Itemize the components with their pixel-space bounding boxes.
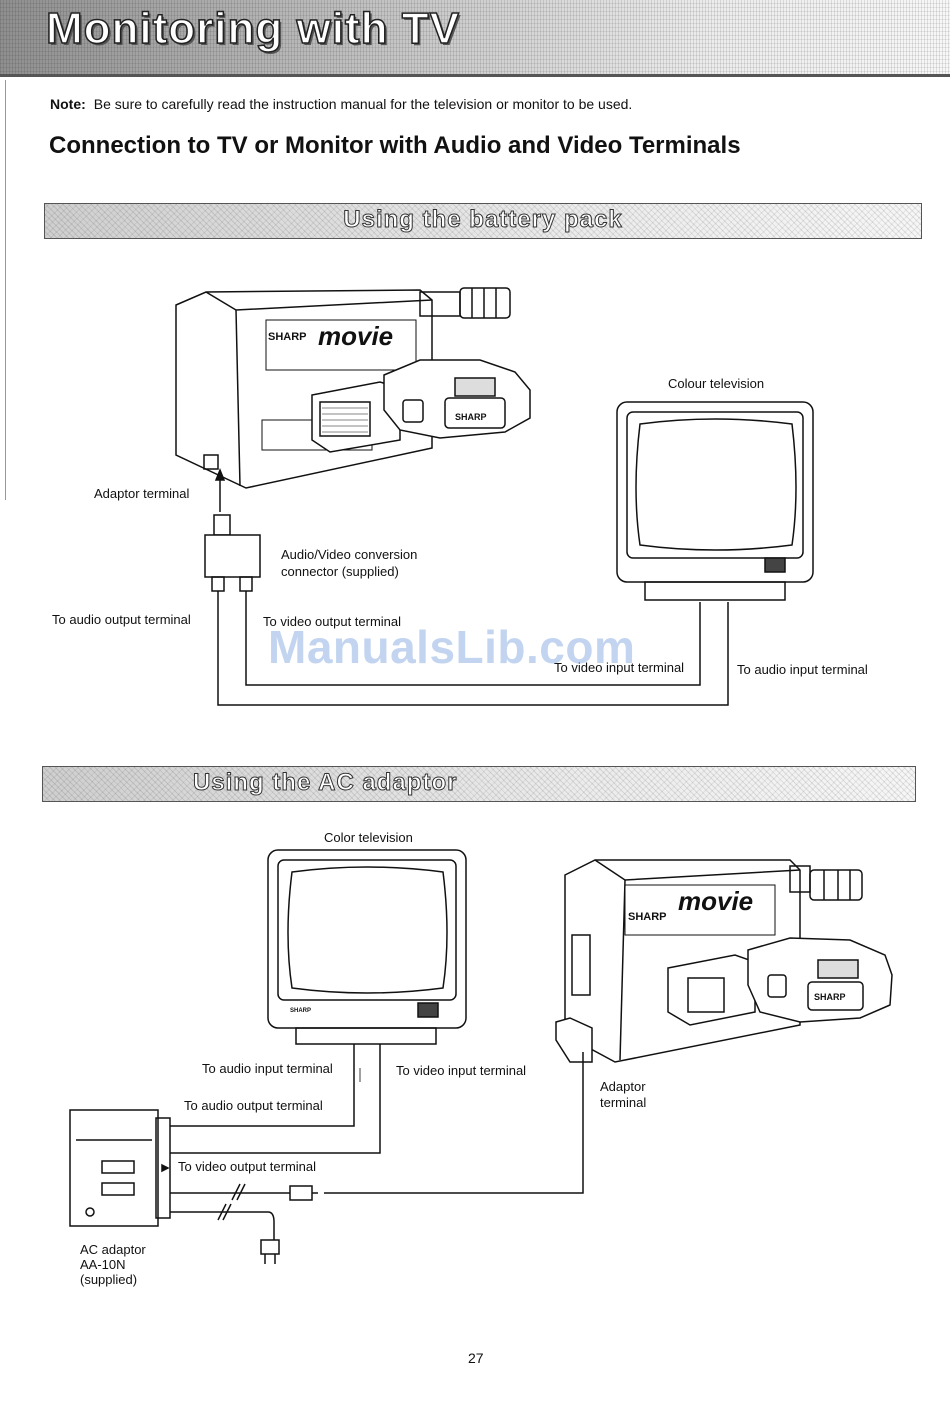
title-rule [0,74,950,77]
page-number: 27 [468,1350,484,1366]
camcorder-battery-illustration [175,287,531,489]
ac-adaptor-banner-text: Using the AC adaptor [192,769,458,797]
audio-input-label-2: To audio input terminal [202,1061,333,1076]
section-heading: Connection to TV or Monitor with Audio a… [49,132,741,159]
colour-tv-label: Colour television [668,376,765,391]
video-input-label-1: To video input terminal [554,660,685,675]
audio-output-label-1: To audio output terminal [52,612,191,627]
conversion-connector-label-2: connector (supplied) [281,564,399,579]
audio-input-label-1: To audio input terminal [737,662,868,677]
note: Note: Be sure to carefully read the instr… [50,96,632,112]
page-title: Monitoring with TV [45,3,460,54]
note-text: Be sure to carefully read the instructio… [93,96,633,112]
audio-output-label-2: To audio output terminal [184,1098,323,1113]
ac-adaptor-banner: Using the AC adaptor [42,766,916,802]
video-output-label-2: To video output terminal [178,1159,317,1174]
ac-adaptor-model: AA-10N [80,1257,126,1272]
grip-brand-2: SHARP [814,992,846,1002]
battery-pack-banner-text: Using the battery pack [343,206,623,234]
video-input-label-2: To video input terminal [396,1063,527,1078]
battery-pack-banner: Using the battery pack [44,203,922,239]
ac-adaptor-supplied: (supplied) [80,1272,138,1287]
camera-brand-2: SHARP [628,911,667,923]
note-label: Note: [50,96,86,112]
camcorder-ac-illustration [555,859,893,1063]
video-output-label-1: To video output terminal [263,614,402,629]
colour-television-illustration [616,401,814,601]
color-tv-label: Color television [324,830,413,845]
title-band [0,0,950,76]
conversion-connector-label-1: Audio/Video conversion [281,547,418,562]
camera-logo-2: movie [678,886,753,916]
adaptor-terminal-label: Adaptor terminal [94,486,190,501]
watermark: ManualsLib.com [268,621,636,673]
color-television-illustration [267,849,467,1045]
margin-line [5,80,6,500]
tv-brand: SHARP [290,1008,311,1014]
grip-brand-1: SHARP [455,412,487,422]
adaptor-terminal-label-2a: Adaptor [600,1079,646,1094]
camera-logo-1: movie [318,321,393,351]
ac-adaptor-illustration [69,1109,171,1227]
ac-adaptor-label: AC adaptor [80,1242,146,1257]
camera-brand-1: SHARP [268,331,307,343]
av-conversion-connector [204,514,261,592]
adaptor-terminal-label-2b: terminal [600,1095,647,1110]
